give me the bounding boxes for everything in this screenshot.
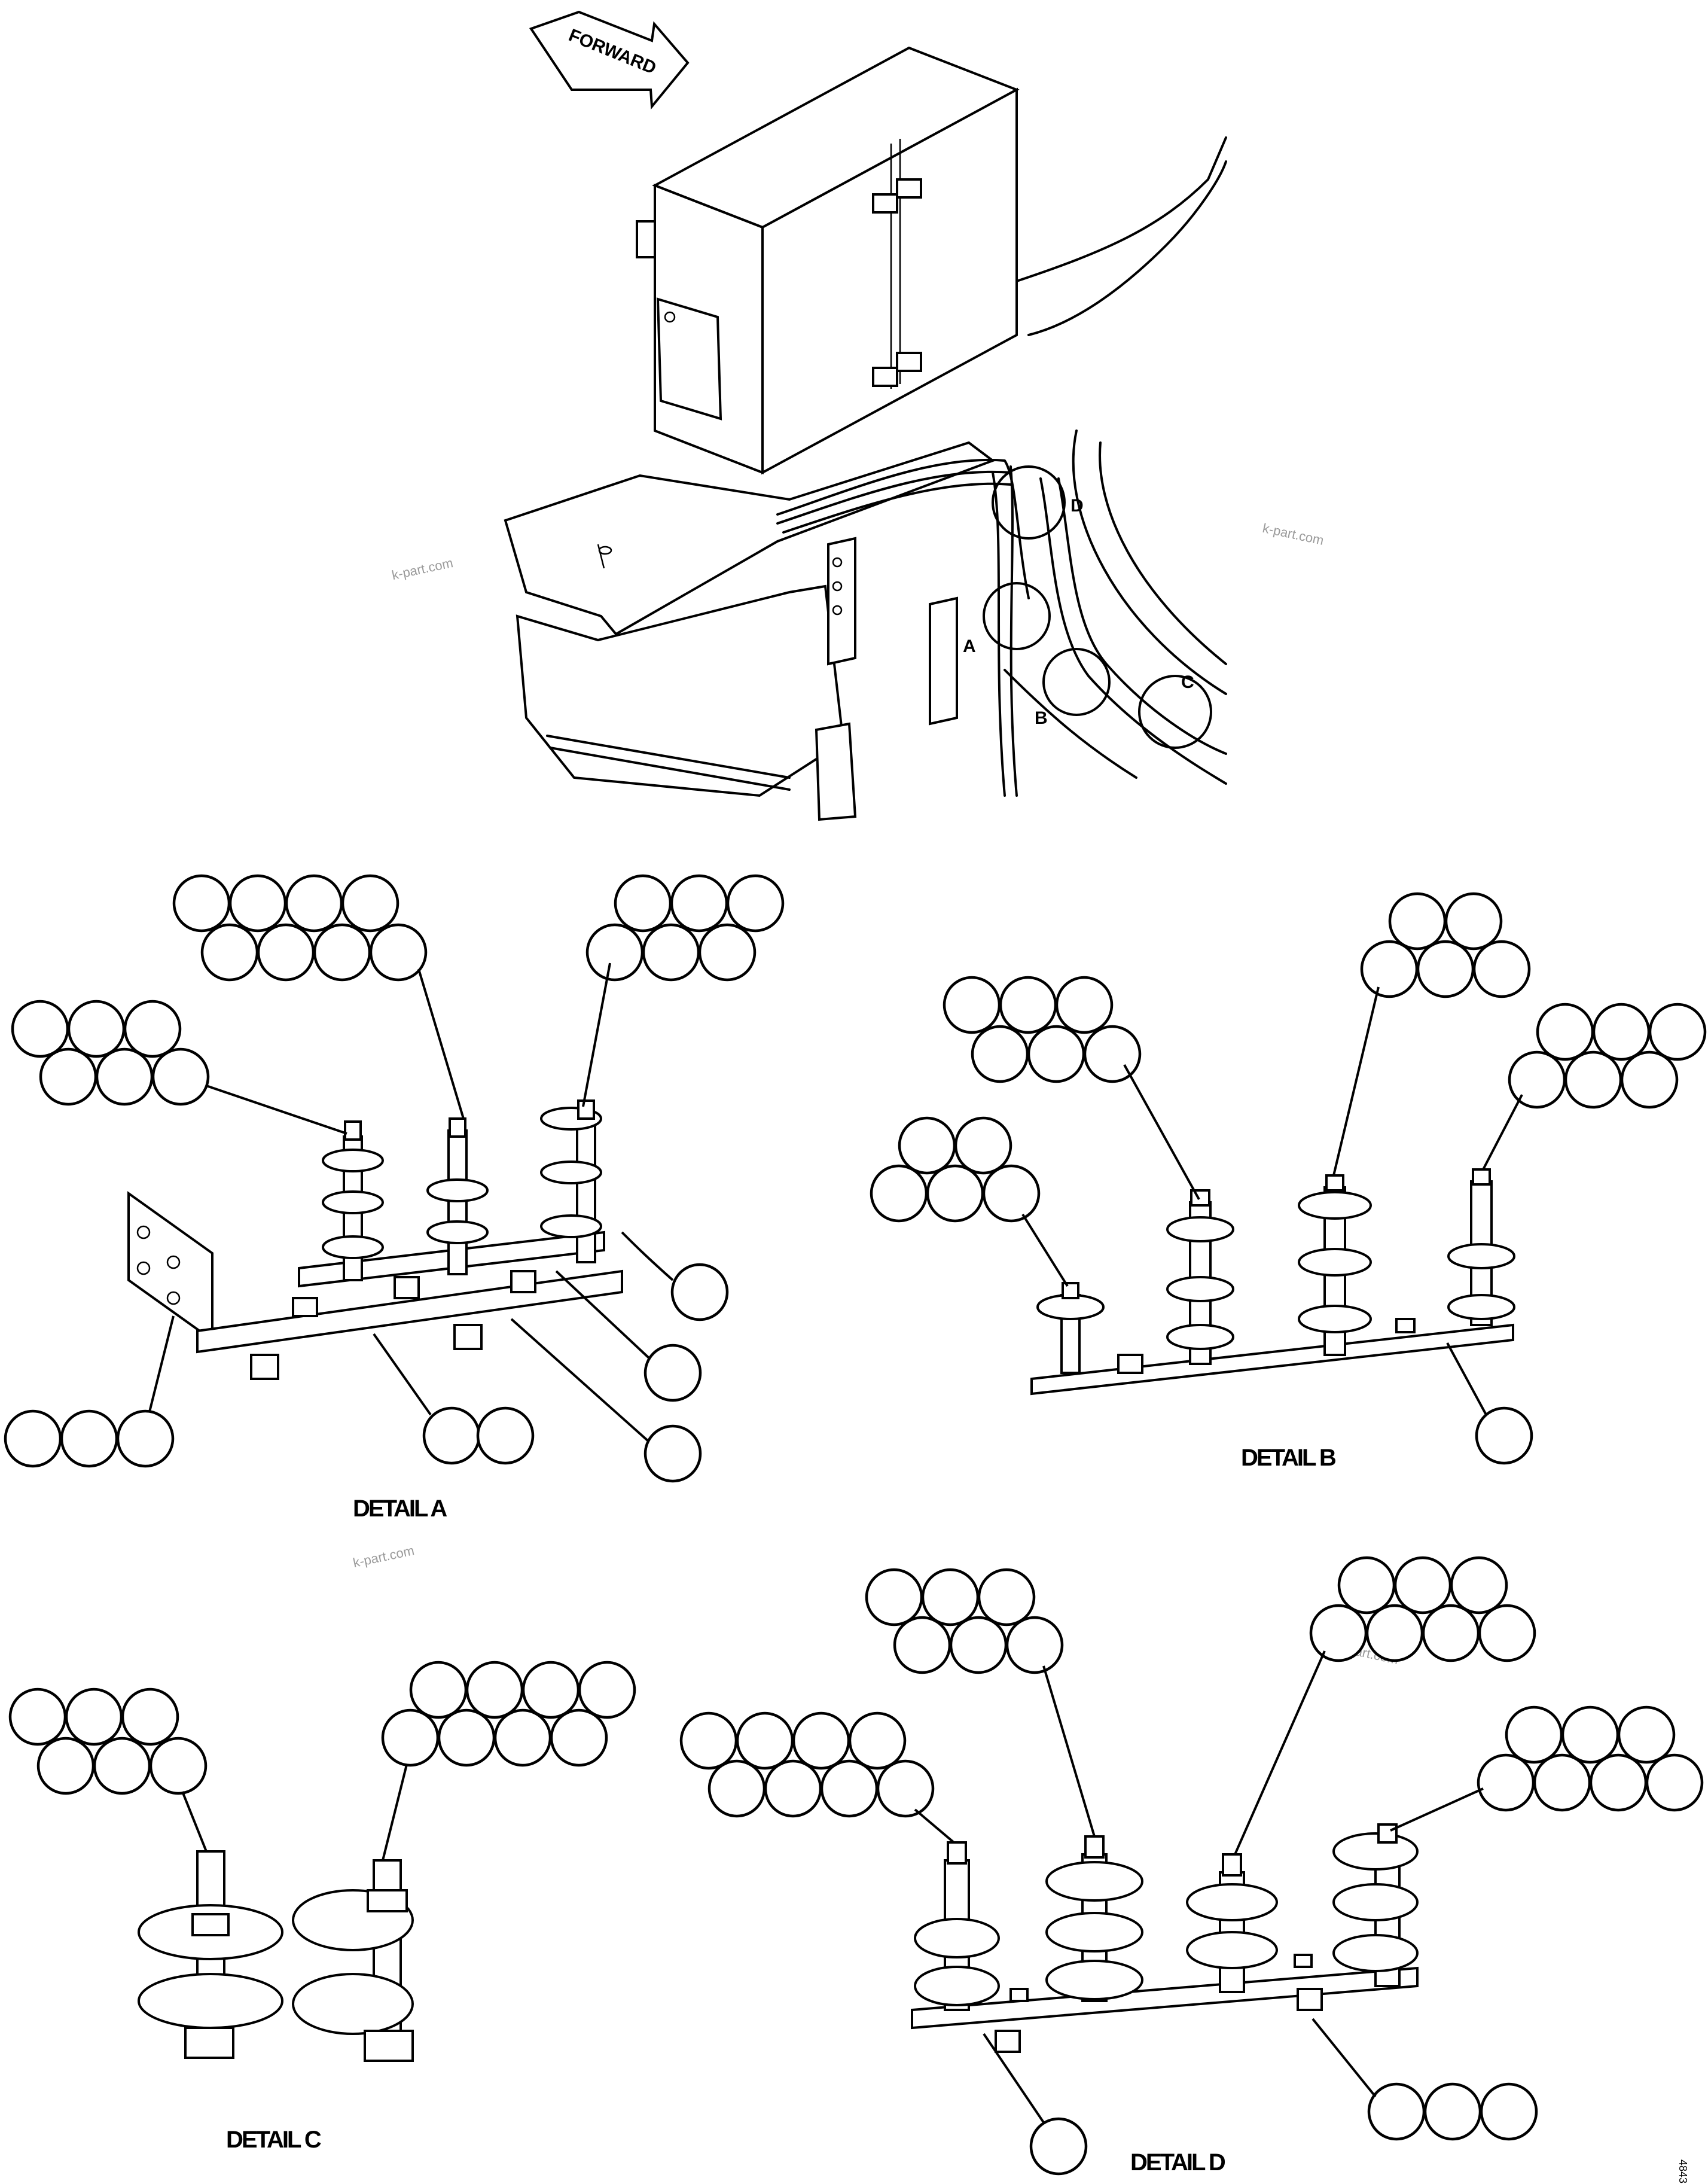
- balloon-cluster: [1477, 1705, 1704, 1812]
- stud-clip-stack: [540, 1099, 602, 1263]
- balloon: [643, 1424, 702, 1483]
- balloon-cluster: [172, 874, 428, 982]
- callout-d: D: [992, 465, 1084, 540]
- stud-clip-stack: [426, 1117, 489, 1275]
- balloon-cluster: [679, 1711, 935, 1818]
- detail-c-view: DETAIL C: [8, 1661, 636, 2153]
- stud-clip-stack: [1186, 1853, 1278, 1993]
- balloon-cluster: [8, 1688, 208, 1795]
- stud-clip-stack: [1166, 1189, 1234, 1365]
- svg-text:C: C: [1181, 672, 1194, 692]
- stud-clip-stack: [1298, 1174, 1372, 1356]
- stud-clip-stack: [138, 1850, 283, 2059]
- balloon-cluster: [4, 1409, 175, 1468]
- balloon-cluster: [1367, 2082, 1538, 2141]
- svg-text:B: B: [1035, 708, 1048, 728]
- callout-a: A: [963, 582, 1051, 656]
- callout-b: B: [1035, 648, 1111, 728]
- balloon-cluster: [870, 1116, 1041, 1223]
- balloon: [643, 1344, 702, 1402]
- balloon-cluster: [585, 874, 785, 982]
- svg-text:D: D: [1070, 496, 1084, 516]
- drawing-code: 4843: [1677, 2159, 1689, 2183]
- detail-b-view: DETAIL B: [870, 892, 1707, 1471]
- stud-clip-stack: [1036, 1282, 1105, 1374]
- watermark: k-part.com: [1261, 520, 1325, 548]
- stud-clip-stack: [1332, 1823, 1419, 1987]
- forward-arrow-icon: FORWARD: [529, 10, 690, 110]
- detail-d-caption: DETAIL D: [1130, 2149, 1225, 2176]
- detail-a-caption: DETAIL A: [353, 1495, 447, 1522]
- watermark: k-part.com: [391, 555, 455, 583]
- balloon-cluster: [11, 1000, 210, 1106]
- watermark: k-part.com: [352, 1543, 416, 1570]
- stud-clip-stack: [914, 1841, 1000, 2011]
- stud-clip-stack: [1447, 1168, 1515, 1326]
- control-box: [636, 46, 1020, 475]
- balloon: [1029, 2117, 1088, 2176]
- detail-c-caption: DETAIL C: [226, 2127, 321, 2153]
- balloon-cluster: [1360, 892, 1531, 998]
- detail-a-view: DETAIL A: [4, 874, 785, 1522]
- main-assembly-view: FORWARD: [504, 10, 1227, 821]
- stud-clip-stack: [1045, 1835, 1143, 2002]
- balloon: [670, 1263, 729, 1321]
- frame: [504, 136, 1227, 821]
- balloon-cluster: [1508, 1003, 1707, 1109]
- balloon-cluster: [865, 1568, 1064, 1674]
- stud-clip-stack: [322, 1120, 384, 1281]
- stud-clip-stack: [292, 1859, 414, 2062]
- balloon-cluster: [1309, 1556, 1536, 1662]
- callout-c: C: [1138, 672, 1212, 749]
- balloon-cluster: [943, 976, 1142, 1083]
- balloon-cluster: [381, 1661, 636, 1767]
- detail-b-caption: DETAIL B: [1241, 1445, 1336, 1471]
- detail-d-view: DETAIL D: [679, 1556, 1704, 2176]
- balloon-cluster: [422, 1406, 535, 1465]
- balloon: [1475, 1406, 1533, 1465]
- svg-text:A: A: [963, 636, 976, 656]
